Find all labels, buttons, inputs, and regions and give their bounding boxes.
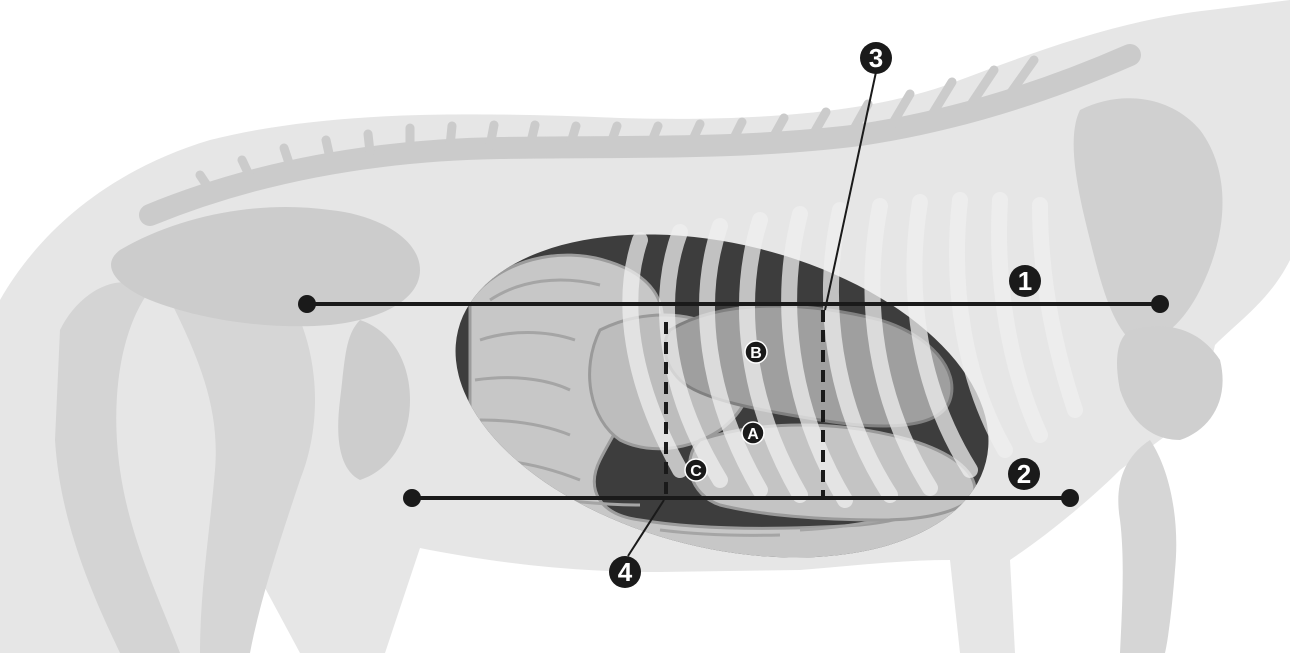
marker-2-label: 2 (1017, 459, 1031, 489)
region-c-marker: C (685, 459, 707, 481)
marker-4: 4 (609, 556, 641, 588)
region-b-label: B (750, 345, 762, 362)
line-2-endpoint-left (403, 489, 421, 507)
region-a-marker: A (742, 422, 764, 444)
marker-2: 2 (1008, 458, 1040, 490)
foreleg-shape (1118, 440, 1176, 653)
line-1-endpoint-right (1151, 295, 1169, 313)
line-1-endpoint-left (298, 295, 316, 313)
region-b-marker: B (745, 341, 767, 363)
region-c-label: C (690, 463, 702, 480)
marker-4-label: 4 (618, 557, 633, 587)
marker-1-label: 1 (1018, 266, 1032, 296)
marker-1: 1 (1009, 265, 1041, 297)
marker-3-label: 3 (869, 43, 883, 73)
marker-3: 3 (860, 42, 892, 74)
region-a-label: A (747, 426, 759, 443)
line-2-endpoint-right (1061, 489, 1079, 507)
